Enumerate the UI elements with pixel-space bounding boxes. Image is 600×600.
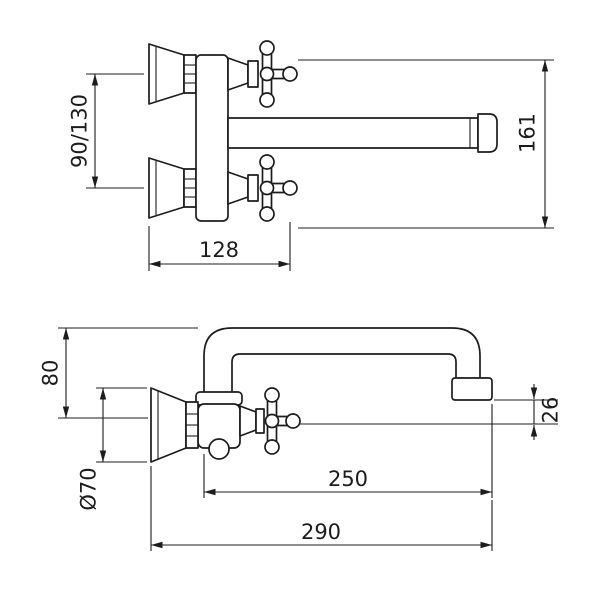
escutcheon-cone xyxy=(150,387,187,463)
dimension-spout-reach: 250 xyxy=(203,404,493,498)
dimension-flange-diameter: Ø70 xyxy=(76,387,147,511)
wall-escutcheon-side xyxy=(150,387,199,463)
handle-knob xyxy=(259,92,275,108)
dimension-label: 128 xyxy=(199,238,239,262)
dimension-outlet-drop: 26 xyxy=(300,384,562,440)
handle-side xyxy=(239,387,301,455)
wall-escutcheon-top xyxy=(148,43,197,105)
handle-knob xyxy=(285,413,301,429)
handle-hub xyxy=(259,66,275,82)
side-view-dimensions: 80 Ø70 250 290 26 xyxy=(38,327,562,551)
handle-knob xyxy=(282,66,298,82)
dimension-overall-height: 161 xyxy=(298,59,554,229)
dimension-label: 161 xyxy=(515,113,539,153)
dimension-overall-reach: 290 xyxy=(150,466,493,551)
dimension-label: 250 xyxy=(328,467,368,491)
dimension-label: 290 xyxy=(301,520,341,544)
spout-collar xyxy=(195,391,243,406)
dimension-label: 90/130 xyxy=(67,94,91,168)
aerator-cap xyxy=(477,113,498,153)
handle-knob xyxy=(259,40,275,56)
faucet-body xyxy=(195,54,229,222)
handle-knob xyxy=(259,206,275,222)
handle-hub xyxy=(264,413,280,429)
handle-knob xyxy=(282,180,298,196)
front-view-dimensions: 90/130 161 128 xyxy=(67,59,554,271)
side-view xyxy=(150,327,493,463)
escutcheon-cone xyxy=(148,43,185,105)
handle-knob xyxy=(259,154,275,170)
handle-hub xyxy=(259,180,275,196)
dimension-label: 26 xyxy=(538,397,562,424)
handle-knob xyxy=(264,387,280,403)
handle-top xyxy=(227,40,298,108)
front-view xyxy=(148,40,498,222)
handle-bonnet xyxy=(255,408,265,434)
dimension-wall-to-handle: 128 xyxy=(148,222,291,271)
body-cap xyxy=(208,438,230,460)
aerator xyxy=(451,377,493,401)
dimension-wall-centers: 90/130 xyxy=(67,73,144,189)
handle-bonnet xyxy=(247,60,259,88)
handle-knob xyxy=(264,439,280,455)
handle-bonnet xyxy=(247,174,259,202)
handle-bottom xyxy=(227,154,298,222)
escutcheon-cone xyxy=(148,157,185,219)
handle-stem xyxy=(227,171,249,205)
spout-tube xyxy=(227,117,479,149)
dimension-spout-rise: 80 xyxy=(38,327,198,419)
spout-side xyxy=(203,327,481,397)
wall-escutcheon-bottom xyxy=(148,157,197,219)
handle-stem xyxy=(227,57,249,91)
spout-front xyxy=(227,113,498,153)
handle-stem xyxy=(239,405,257,437)
dimension-label: 80 xyxy=(38,360,62,387)
dimension-label: Ø70 xyxy=(76,467,100,510)
